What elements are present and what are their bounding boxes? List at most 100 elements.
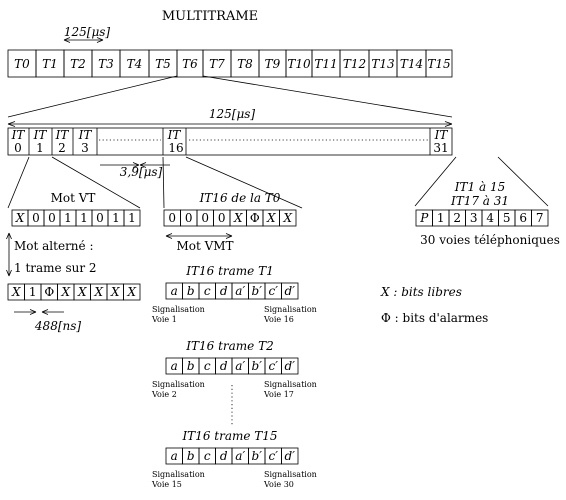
svg-text:31: 31: [433, 141, 448, 155]
bit-label: a: [171, 449, 178, 463]
bit-cell: 0: [163, 209, 181, 227]
voice-label-2: IT17 à 31: [450, 194, 509, 208]
alternate-bracket: [6, 232, 12, 277]
bit-cell: X: [11, 209, 29, 227]
bit-cell: c: [198, 282, 216, 300]
bit-cell: a: [165, 447, 183, 465]
bit-cell: b: [182, 357, 200, 375]
signalling-voice-label: Voie 2: [151, 390, 177, 399]
bit-cell: 2: [448, 209, 466, 227]
bit-label: 4: [486, 211, 494, 225]
bit-cell: 1: [107, 209, 125, 227]
bit-cell: a′: [231, 447, 249, 465]
bit-label: c′: [269, 359, 279, 373]
bit-label: X: [233, 211, 243, 225]
svg-text:IT: IT: [78, 128, 93, 142]
slot-duration-label: 3,9[μs]: [120, 165, 163, 179]
bit-cell: c′: [264, 447, 282, 465]
vmt-arrow: [165, 233, 233, 239]
bit-label: 0: [168, 211, 176, 225]
frame-label: T9: [265, 57, 281, 71]
bit-cell: 6: [514, 209, 532, 227]
bit-label: Φ: [250, 211, 260, 225]
bit-label: 0: [32, 211, 40, 225]
mot-vt-label: Mot VT: [51, 191, 96, 205]
bit-cell: 4: [481, 209, 499, 227]
bit-cell: 3: [465, 209, 483, 227]
bit-label: 3: [470, 211, 478, 225]
bit-label: b′: [252, 284, 263, 298]
frame-cell: T14: [396, 49, 427, 78]
bit-label: X: [282, 211, 292, 225]
bit-cell: 1: [75, 209, 93, 227]
bit-cell: b′: [248, 357, 266, 375]
bit-cell: 7: [531, 209, 549, 227]
bit-cell: 0: [196, 209, 214, 227]
svg-text:IT: IT: [434, 128, 449, 142]
bit-label: 2: [453, 211, 461, 225]
it16-t0-label: IT16 de la T0: [199, 191, 281, 205]
bit-label: P: [419, 211, 429, 225]
top-duration-marker: 125[μs]: [63, 25, 111, 43]
bit-cell: P: [415, 209, 433, 227]
frame-label: T6: [182, 57, 198, 71]
bit-label: 0: [48, 211, 56, 225]
bit-cell: 0: [91, 209, 109, 227]
bit-label: d′: [285, 449, 296, 463]
bit-cell: d′: [281, 447, 299, 465]
frame-cell: T2: [63, 49, 93, 78]
bit-cell: X: [90, 283, 108, 301]
signalling-frame-title: IT16 trame T15: [181, 429, 277, 443]
signalling-voice-label: Voie 15: [151, 480, 182, 489]
bit-label: 1: [64, 211, 72, 225]
signalling-frame-title: IT16 trame T2: [185, 339, 273, 353]
bit-cell: X: [279, 209, 297, 227]
slot-it0: IT0: [11, 128, 26, 155]
bit-cell: d: [215, 447, 233, 465]
bit-label: 1: [29, 285, 37, 299]
signalling-caption: Signalisation: [152, 380, 205, 389]
frame-duration-marker: 125[μs]: [7, 107, 453, 127]
bit-cell: d′: [281, 282, 299, 300]
bit-cell: c′: [264, 282, 282, 300]
bit-label: d′: [285, 359, 296, 373]
svg-text:3: 3: [81, 141, 89, 155]
bit-cell: 5: [498, 209, 516, 227]
bit-label: c: [204, 284, 211, 298]
top-duration-label: 125[μs]: [64, 25, 111, 39]
bit-label: a: [171, 359, 178, 373]
frame-label: T11: [314, 57, 337, 71]
signalling-voice-label: Voie 17: [263, 390, 294, 399]
bit-label: b′: [252, 359, 263, 373]
bit-label: c: [204, 359, 211, 373]
bit-cell: X: [57, 283, 75, 301]
slot-it16: IT16: [167, 128, 184, 155]
svg-text:IT: IT: [55, 128, 70, 142]
bit-duration-label: 488[ns]: [34, 319, 81, 333]
frame-label: T0: [14, 57, 30, 71]
bit-cell: X: [262, 209, 280, 227]
bit-label: 1: [80, 211, 88, 225]
alternate-label-1: Mot alterné :: [14, 239, 94, 253]
frame-label: T14: [400, 57, 423, 71]
bit-cell: b: [182, 447, 200, 465]
bit-cell: X: [229, 209, 247, 227]
frame-cell: T11: [311, 49, 341, 78]
bit-cell: Φ: [246, 209, 264, 227]
bit-cell: d′: [281, 357, 299, 375]
frame-cell: T5: [148, 49, 178, 78]
bit-cell: 0: [27, 209, 45, 227]
frame-cell: T8: [230, 49, 260, 78]
bit-cell: a: [165, 357, 183, 375]
bit-label: d: [220, 284, 228, 298]
frame-cell: T15: [425, 49, 453, 78]
signalling-voice-label: Voie 16: [263, 315, 294, 324]
svg-text:2: 2: [58, 141, 66, 155]
bit-label: d′: [285, 284, 296, 298]
bit-cell: b: [182, 282, 200, 300]
legend-alarm-bits: Φ : bits d'alarmes: [381, 311, 488, 325]
